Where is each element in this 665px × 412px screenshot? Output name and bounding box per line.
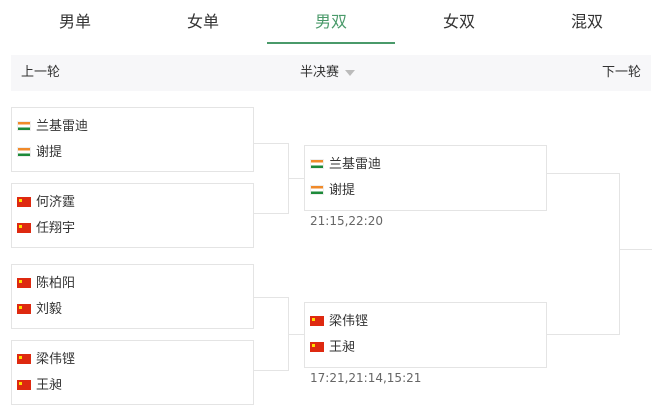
india-flag-icon <box>17 147 31 157</box>
player-name: 陈柏阳 <box>36 276 76 291</box>
china-flag-icon <box>17 354 31 364</box>
pair-player-row: 陈柏阳 <box>17 275 75 293</box>
india-flag-icon <box>310 159 324 169</box>
pair-player-row: 王昶 <box>310 339 355 357</box>
match-score: 17:21,21:14,15:21 <box>310 371 422 385</box>
bracket-connector <box>254 370 288 371</box>
pair-player-row: 兰基雷迪 <box>310 156 381 174</box>
china-flag-icon <box>17 380 31 390</box>
player-name: 王昶 <box>36 378 63 393</box>
quarterfinal-match-1[interactable]: 兰基雷迪 谢提 <box>11 107 254 172</box>
pair-player-row: 任翔宇 <box>17 220 75 238</box>
player-name: 谢提 <box>36 145 63 160</box>
tab-mens-doubles[interactable]: 男双 <box>267 0 395 44</box>
india-flag-icon <box>17 121 31 131</box>
tab-womens-doubles[interactable]: 女双 <box>442 12 475 31</box>
india-flag-icon <box>310 185 324 195</box>
player-name: 刘毅 <box>36 302 63 317</box>
semifinal-match-2[interactable]: 梁伟铿 王昶 <box>304 302 547 368</box>
next-round-button[interactable]: 下一轮 <box>601 65 641 80</box>
previous-round-button[interactable]: 上一轮 <box>21 65 61 80</box>
caret-down-icon <box>345 69 356 76</box>
bracket-connector <box>547 334 620 335</box>
player-name: 任翔宇 <box>36 221 76 236</box>
tab-mixed-doubles[interactable]: 混双 <box>570 12 603 31</box>
player-name: 兰基雷迪 <box>329 157 382 172</box>
china-flag-icon <box>310 342 324 352</box>
semifinal-match-1[interactable]: 兰基雷迪 谢提 <box>304 145 547 211</box>
bracket-connector <box>619 173 620 335</box>
pair-player-row: 兰基雷迪 <box>17 118 88 136</box>
bracket-connector <box>288 334 304 335</box>
bracket-connector <box>619 249 652 250</box>
pair-player-row: 梁伟铿 <box>17 351 75 369</box>
player-name: 何济霆 <box>36 195 76 210</box>
player-name: 兰基雷迪 <box>36 119 89 134</box>
pair-player-row: 刘毅 <box>17 301 62 319</box>
bracket-connector <box>254 297 288 298</box>
round-selector-label: 半决赛 <box>300 65 340 80</box>
bracket-connector <box>254 143 288 144</box>
bracket-connector <box>254 213 288 214</box>
pair-player-row: 何济霆 <box>17 194 75 212</box>
china-flag-icon <box>310 316 324 326</box>
quarterfinal-match-4[interactable]: 梁伟铿 王昶 <box>11 340 254 405</box>
pair-player-row: 谢提 <box>17 144 62 162</box>
pair-player-row: 谢提 <box>310 182 355 200</box>
china-flag-icon <box>17 197 31 207</box>
china-flag-icon <box>17 304 31 314</box>
pair-player-row: 梁伟铿 <box>310 313 368 331</box>
round-selector[interactable]: 半决赛 <box>300 55 356 91</box>
player-name: 谢提 <box>329 183 356 198</box>
player-name: 梁伟铿 <box>36 352 76 367</box>
tab-womens-singles[interactable]: 女单 <box>186 12 219 31</box>
tab-mens-singles[interactable]: 男单 <box>58 12 91 31</box>
quarterfinal-match-3[interactable]: 陈柏阳 刘毅 <box>11 264 254 329</box>
match-score: 21:15,22:20 <box>310 214 383 228</box>
quarterfinal-match-2[interactable]: 何济霆 任翔宇 <box>11 183 254 248</box>
china-flag-icon <box>17 278 31 288</box>
player-name: 王昶 <box>329 340 356 355</box>
event-tabs: 男单 女单 男双 女双 混双 <box>0 0 665 44</box>
player-name: 梁伟铿 <box>329 314 369 329</box>
round-navigation: 上一轮 半决赛 下一轮 <box>11 55 651 91</box>
china-flag-icon <box>17 223 31 233</box>
bracket-connector <box>547 173 620 174</box>
bracket-connector <box>288 178 304 179</box>
pair-player-row: 王昶 <box>17 377 62 395</box>
